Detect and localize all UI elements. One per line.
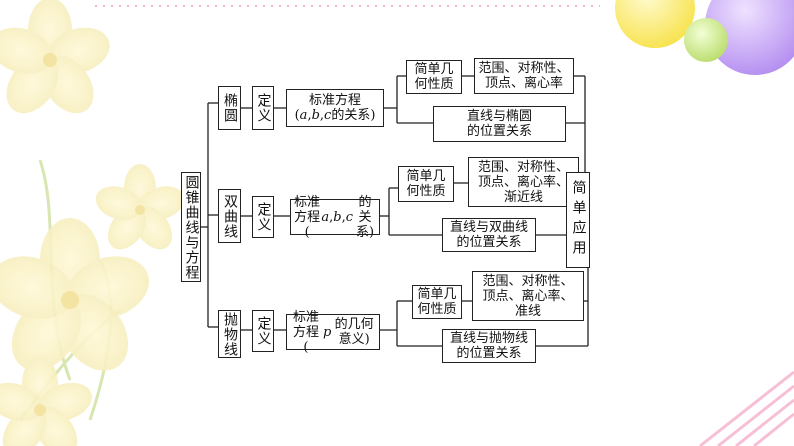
relation-box-hyperbola: 直线与双曲线 的位置关系 <box>442 218 536 252</box>
properties-box-ellipse: 范围、对称性、 顶点、离心率 <box>474 58 574 94</box>
geometry-box-ellipse: 简单几 何性质 <box>406 60 462 94</box>
root-topic-box: 圆锥曲线与方程 <box>181 172 201 282</box>
definition-box-ellipse: 定义 <box>252 86 274 130</box>
properties-box-parabola: 范围、对称性、 顶点、离心率、 准线 <box>472 271 584 321</box>
geometry-box-parabola: 简单几 何性质 <box>412 285 462 319</box>
curve-hyperbola-box: 双曲线 <box>218 189 241 243</box>
pink-stripes <box>699 370 794 446</box>
equation-text-ellipse: 标准方程(a,b,c的关系) <box>294 93 376 123</box>
equation-box-ellipse: 标准方程(a,b,c的关系) <box>286 89 384 127</box>
properties-box-hyperbola: 范围、对称性、 顶点、离心率、 渐近线 <box>468 157 579 207</box>
definition-box-parabola: 定义 <box>252 310 274 352</box>
green-ball <box>684 18 728 62</box>
curve-parabola-box: 抛物线 <box>218 310 241 358</box>
flower <box>0 0 185 446</box>
definition-box-hyperbola: 定义 <box>252 196 274 238</box>
relation-box-ellipse: 直线与椭圆 的位置关系 <box>433 106 566 142</box>
relation-box-parabola: 直线与抛物线 的位置关系 <box>442 329 536 363</box>
application-box: 简单应用 <box>566 172 590 268</box>
geometry-box-hyperbola: 简单几 何性质 <box>398 166 454 202</box>
purple-ball <box>705 0 794 75</box>
yellow-ball <box>615 0 695 48</box>
curve-ellipse-box: 椭圆 <box>218 86 241 130</box>
